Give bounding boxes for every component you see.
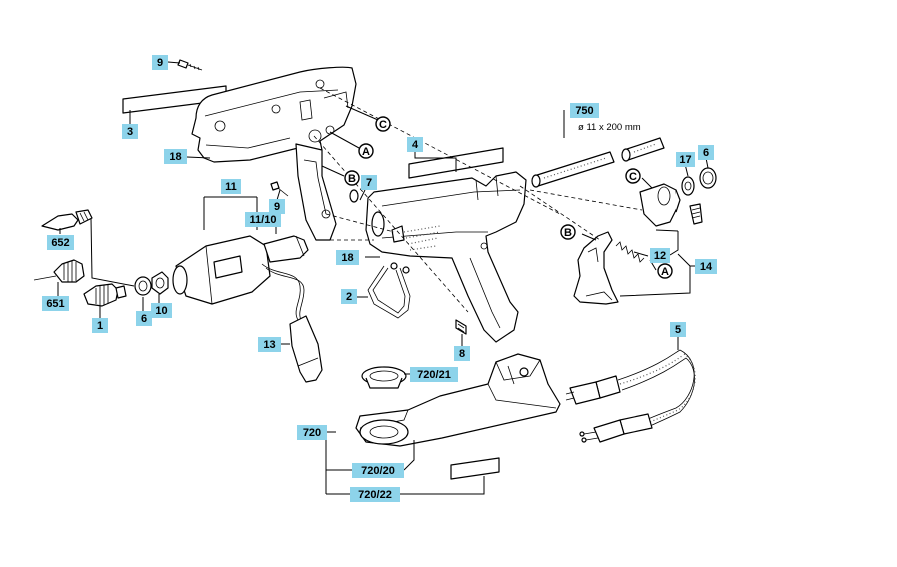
- label-7: 7: [361, 175, 377, 190]
- label-1: 1: [92, 318, 108, 333]
- label-13: 13: [258, 337, 281, 352]
- ref-circle-a-right: A: [657, 263, 673, 279]
- pin-8: [455, 319, 467, 335]
- label-750: 750: [570, 103, 599, 118]
- ref-circle-c-upper-text: C: [379, 119, 387, 131]
- ref-circle-b-right: B: [560, 224, 576, 240]
- ref-circle-c-right: C: [625, 168, 641, 184]
- label-9-top: 9: [152, 55, 168, 70]
- spring-12: [615, 241, 645, 263]
- reference-circles: C A B C B A: [344, 116, 673, 279]
- label-652: 652: [47, 235, 74, 250]
- label-2: 2: [341, 289, 357, 304]
- label-11-10-text: 11/10: [250, 214, 277, 226]
- label-720-20: 720/20: [352, 463, 404, 478]
- label-5: 5: [670, 322, 686, 337]
- nozzle-1: [83, 283, 127, 307]
- label-6-left-text: 6: [141, 313, 147, 325]
- label-8-text: 8: [459, 348, 465, 360]
- pin-7: [349, 189, 359, 203]
- part-labels: 9 3 18 11 9 11/10 652 651: [42, 55, 717, 502]
- connecting-cable-13: [261, 263, 323, 383]
- label-18-upper: 18: [164, 149, 187, 164]
- nut-10: [151, 271, 169, 295]
- label-9-mid-text: 9: [274, 201, 280, 213]
- ring-6-right: [699, 167, 717, 189]
- label-12-text: 12: [654, 250, 666, 262]
- label-11: 11: [221, 179, 241, 194]
- nozzle-652: [41, 209, 93, 231]
- label-11-text: 11: [225, 181, 237, 193]
- label-1-text: 1: [97, 320, 103, 332]
- ref-circle-b-upper-text: B: [348, 173, 356, 185]
- label-11-10: 11/10: [245, 212, 281, 227]
- label-18-main-text: 18: [341, 252, 353, 264]
- glue-stick-size-note: ø 11 x 200 mm: [578, 122, 641, 133]
- label-720-22: 720/22: [350, 487, 400, 502]
- label-10: 10: [151, 303, 172, 318]
- feed-mechanism-14: [639, 183, 703, 227]
- label-14-text: 14: [700, 261, 713, 273]
- label-4: 4: [407, 137, 423, 152]
- ref-circle-b-right-text: B: [564, 227, 572, 239]
- heater-element-11: [172, 235, 309, 305]
- assembly-dashed-lines: [313, 87, 643, 313]
- nozzle-651: [33, 259, 85, 283]
- label-720-21: 720/21: [410, 367, 458, 382]
- spring-2: [367, 262, 411, 319]
- label-8: 8: [454, 346, 470, 361]
- label-6-right-text: 6: [703, 147, 709, 159]
- label-12: 12: [650, 248, 670, 263]
- label-7-text: 7: [366, 177, 372, 189]
- label-720-20-text: 720/20: [361, 465, 395, 477]
- label-13-text: 13: [263, 339, 275, 351]
- trigger-lever: [573, 231, 619, 305]
- label-3: 3: [122, 124, 138, 139]
- label-14: 14: [695, 259, 717, 274]
- label-652-text: 652: [51, 237, 69, 249]
- label-9-mid: 9: [269, 199, 285, 214]
- label-720-22-text: 720/22: [358, 489, 392, 501]
- stand-720: [355, 353, 561, 447]
- label-5-text: 5: [675, 324, 681, 336]
- ref-circle-a-right-text: A: [661, 266, 669, 278]
- housing-half-18-main: [365, 171, 527, 343]
- label-750-text: 750: [575, 105, 593, 117]
- screw-9-middle: [270, 181, 289, 197]
- ref-circle-b-upper: B: [344, 170, 360, 186]
- label-3-text: 3: [127, 126, 133, 138]
- washer-17: [681, 176, 695, 196]
- drip-cup-720-21: [361, 366, 407, 389]
- label-17: 17: [676, 152, 695, 167]
- label-18-upper-text: 18: [169, 151, 181, 163]
- label-651-text: 651: [46, 298, 64, 310]
- glue-sticks-750: [531, 137, 665, 188]
- label-651: 651: [42, 296, 69, 311]
- housing-half-18: [191, 66, 357, 241]
- label-720-text: 720: [303, 427, 321, 439]
- label-18-main: 18: [336, 250, 359, 265]
- label-6-left: 6: [136, 311, 152, 326]
- label-9-top-text: 9: [157, 57, 163, 69]
- label-4-text: 4: [412, 139, 419, 151]
- label-10-text: 10: [155, 305, 167, 317]
- label-17-text: 17: [679, 154, 691, 166]
- ref-circle-c-upper: C: [375, 116, 391, 132]
- plate-720-22: [450, 457, 500, 480]
- ref-circle-a-upper: A: [358, 143, 374, 159]
- label-6-right: 6: [698, 145, 714, 160]
- ref-circle-a-upper-text: A: [362, 146, 370, 158]
- mains-cable-5: [565, 349, 696, 443]
- label-720-21-text: 720/21: [417, 369, 451, 381]
- screw-9-top: [177, 59, 203, 71]
- seal-ring-6: [134, 276, 152, 296]
- ref-circle-c-right-text: C: [629, 171, 637, 183]
- label-720: 720: [297, 425, 327, 440]
- label-2-text: 2: [346, 291, 352, 303]
